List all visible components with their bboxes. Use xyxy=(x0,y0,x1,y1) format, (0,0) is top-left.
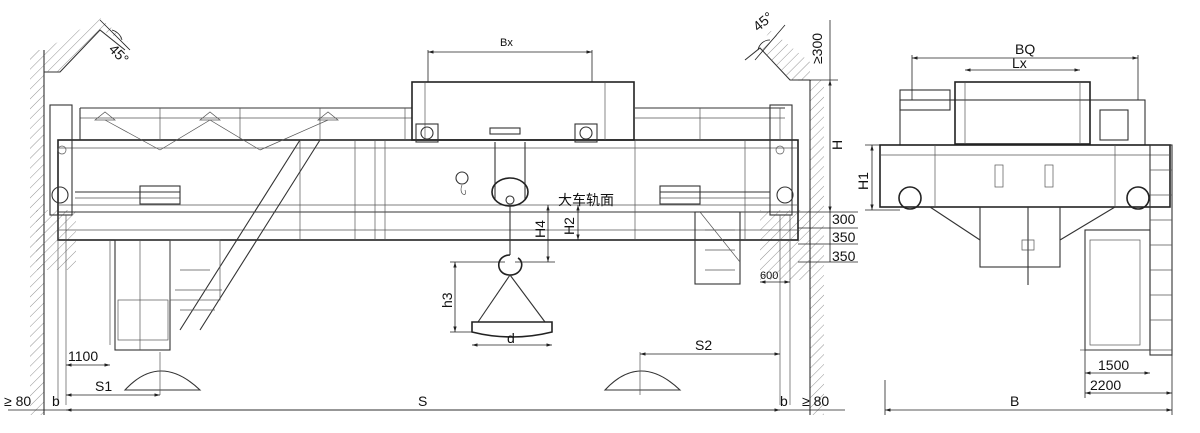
runway-columns xyxy=(57,215,791,405)
label-bq: BQ xyxy=(1015,41,1035,57)
travel-mechanisms xyxy=(75,185,770,205)
right-building-wall xyxy=(36,30,824,415)
end-carriages xyxy=(49,104,794,216)
operator-cabin xyxy=(114,139,321,351)
label-gap-right: ≥ 80 xyxy=(802,393,829,409)
label-h1: H1 xyxy=(855,172,871,190)
label-gap-left: ≥ 80 xyxy=(4,393,31,409)
label-h2: H2 xyxy=(561,217,577,235)
load-and-slings xyxy=(471,274,553,338)
label-dim-1500: 1500 xyxy=(1098,357,1129,373)
label-b-right: b xyxy=(780,393,788,409)
label-dim-600: 600 xyxy=(760,270,778,282)
trolley xyxy=(411,81,635,143)
label-d: d xyxy=(507,330,515,346)
label-h: H xyxy=(829,140,845,150)
label-dim-1100: 1100 xyxy=(68,348,98,364)
main-girder xyxy=(57,139,799,241)
label-angle-left: 45° xyxy=(106,41,132,67)
label-dim-300: 300 xyxy=(832,211,856,227)
label-dim-350a: 350 xyxy=(832,229,856,245)
label-clearance-300: ≥300 xyxy=(809,33,825,64)
label-dim-2200: 2200 xyxy=(1090,377,1121,393)
label-s2: S2 xyxy=(695,337,712,353)
floor-obstacles xyxy=(123,352,682,395)
dimension-lines xyxy=(8,20,1173,415)
label-lx: Lx xyxy=(1012,55,1027,71)
label-s: S xyxy=(418,393,427,409)
label-b-total: B xyxy=(1010,393,1019,409)
label-bx: Bx xyxy=(500,37,513,49)
ladder-cage xyxy=(694,211,741,285)
label-rail-surface: 大车轨面 xyxy=(558,192,614,209)
hook-assembly xyxy=(455,142,529,276)
label-angle-right: 45° xyxy=(750,8,777,34)
label-b-left: b xyxy=(52,393,60,409)
label-s1: S1 xyxy=(95,378,112,394)
label-h4: H4 xyxy=(532,220,548,238)
label-h3: h3 xyxy=(439,292,455,308)
angle-markers xyxy=(99,19,786,61)
bridge-railing xyxy=(79,107,785,151)
dimension-labels: Bx BQ Lx 45° 45° ≥300 H H1 H2 H4 h3 大车轨面… xyxy=(4,8,1129,409)
label-dim-350b: 350 xyxy=(832,248,856,264)
side-view xyxy=(879,81,1173,356)
